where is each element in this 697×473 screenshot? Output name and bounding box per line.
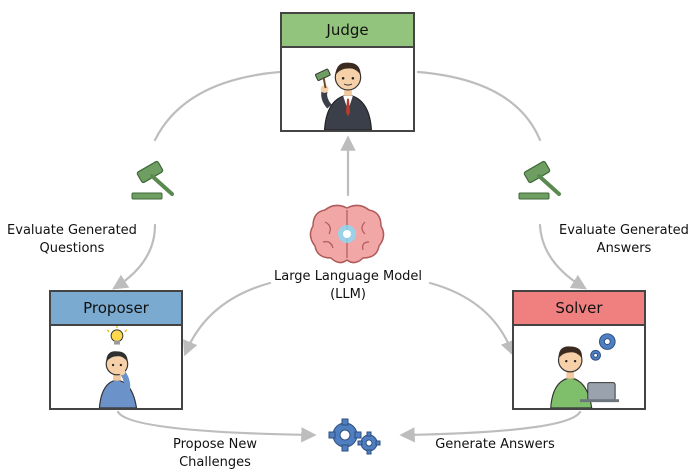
judge-title: Judge <box>326 21 369 39</box>
arrow-proposer-to-gears <box>116 410 317 443</box>
proposer-title: Proposer <box>83 299 149 317</box>
llm-label: Large Language Model (LLM) <box>258 268 438 304</box>
llm-label-line2: (LLM) <box>330 287 366 302</box>
arrow-to-proposer <box>112 223 157 290</box>
solver-node: Solver <box>512 290 646 410</box>
evaluate-questions-label: Evaluate Generated Questions <box>4 222 140 258</box>
gears-icon <box>590 333 616 361</box>
proposer-node: Proposer <box>49 290 183 410</box>
evaluate-questions-line1: Evaluate Generated <box>7 223 137 238</box>
gavel-icon <box>518 160 561 200</box>
evaluate-answers-line2: Answers <box>596 241 652 256</box>
generate-line1: Generate Answers <box>435 437 555 452</box>
arc-judge-left <box>153 70 282 142</box>
arrow-to-solver <box>538 223 587 290</box>
arrow-llm-to-proposer <box>183 281 272 357</box>
propose-line1: Propose New <box>172 437 258 452</box>
solver-person-icon <box>550 333 620 408</box>
arrow-solver-to-gears <box>399 410 582 443</box>
evaluate-answers-label: Evaluate Generated Answers <box>556 222 692 258</box>
judge-person-icon <box>315 62 373 130</box>
proposer-person-icon <box>98 326 138 408</box>
propose-line2: Challenges <box>179 455 251 470</box>
gears-icon <box>328 418 381 455</box>
llm-label-line1: Large Language Model <box>273 269 423 284</box>
arc-judge-right <box>416 70 542 142</box>
solver-header: Solver <box>514 292 644 326</box>
proposer-illustration <box>51 326 181 408</box>
judge-illustration <box>282 48 413 130</box>
arrow-llm-to-solver <box>428 281 516 357</box>
generate-label: Generate Answers <box>420 436 570 454</box>
solver-title: Solver <box>555 299 603 317</box>
solver-illustration <box>514 326 644 408</box>
lightbulb-icon <box>106 326 128 345</box>
judge-header: Judge <box>282 14 413 48</box>
propose-label: Propose New Challenges <box>150 436 280 472</box>
proposer-header: Proposer <box>51 292 181 326</box>
judge-node: Judge <box>280 12 415 132</box>
brain-icon <box>309 204 385 264</box>
evaluate-answers-line1: Evaluate Generated <box>559 223 689 238</box>
evaluate-questions-line2: Questions <box>39 241 105 256</box>
gavel-icon <box>131 160 174 200</box>
